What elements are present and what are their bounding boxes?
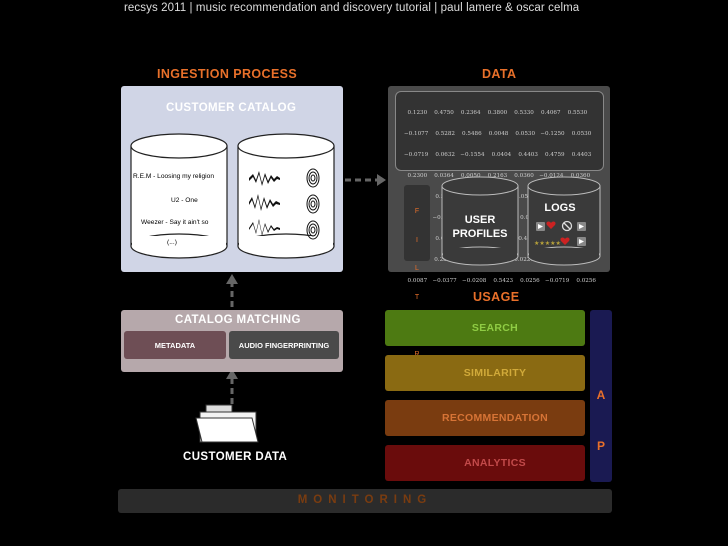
customer-data-label: CUSTOMER DATA <box>183 451 288 463</box>
filters-letter: L <box>415 265 419 272</box>
song-more: (...) <box>167 239 177 246</box>
customer-catalog-title: CUSTOMER CATALOG <box>166 102 297 114</box>
api-bar <box>590 310 612 482</box>
folder-icon <box>195 404 259 443</box>
matrix-row: −0.1077 0.5282 0.5486 0.0048 0.0530 −0.1… <box>404 131 592 137</box>
data-title: DATA <box>482 67 517 81</box>
data-matrix-box <box>395 91 604 171</box>
filters-box <box>404 185 430 261</box>
user-profiles-label: USER PROFILES <box>452 214 508 240</box>
arrow-right-icon <box>345 174 386 186</box>
heart-icon <box>546 221 556 229</box>
fingerprint-icon <box>306 168 320 240</box>
slide-header: recsys 2011 | music recommendation and d… <box>124 2 580 14</box>
waveform-icon <box>249 171 280 236</box>
song-3: Weezer - Say it ain't so <box>141 219 209 226</box>
api-letter: A <box>596 388 606 402</box>
heart-icon <box>560 237 570 245</box>
song-2: U2 - One <box>171 197 198 204</box>
audio-cylinder-icon <box>237 133 335 259</box>
catalog-cylinders: R.E.M - Loosing my religion U2 - One Wee… <box>130 133 335 259</box>
song-1: R.E.M - Loosing my religion <box>133 173 214 180</box>
rating-stars: ★★★★★ <box>534 240 561 247</box>
matrix-row: 0.0087 −0.0377 −0.0208 0.5423 0.0256 −0.… <box>404 278 596 284</box>
log-icons <box>536 220 586 246</box>
arrow-up-icon <box>226 369 238 404</box>
matrix-row: 0.1230 0.4750 0.2364 0.3800 0.5330 0.406… <box>404 110 588 116</box>
recommendation-bar: RECOMMENDATION <box>385 400 585 436</box>
logs-label: LOGS <box>544 202 576 214</box>
usage-title: USAGE <box>473 290 520 304</box>
search-label: SEARCH <box>471 322 519 334</box>
filters-letter: T <box>414 293 420 301</box>
monitoring-bar <box>118 489 612 513</box>
matrix-row: −0.0719 0.0632 −0.1554 0.0404 0.4403 0.4… <box>404 152 592 158</box>
catalog-matching-title: CATALOG MATCHING <box>175 314 301 326</box>
search-bar: SEARCH <box>385 310 585 346</box>
filters-letter: F <box>414 208 420 215</box>
similarity-bar: SIMILARITY <box>385 355 585 391</box>
ingestion-process-title: INGESTION PROCESS <box>157 67 298 81</box>
monitoring-label: MONITORING <box>297 494 433 506</box>
data-cylinders: ★★★★★ <box>441 176 601 266</box>
analytics-label: ANALYTICS <box>464 457 526 469</box>
metadata-cylinder-icon <box>130 133 228 259</box>
recommendation-label: RECOMMENDATION <box>441 412 549 424</box>
analytics-bar: ANALYTICS <box>385 445 585 481</box>
filters-letter: R <box>414 350 420 358</box>
metadata-box: METADATA <box>124 331 226 359</box>
filters-letter: I <box>416 236 418 244</box>
ban-icon <box>561 220 573 232</box>
similarity-label: SIMILARITY <box>463 367 527 379</box>
arrow-up-icon <box>226 274 238 307</box>
audio-fingerprinting-box: AUDIO FINGERPRINTING <box>229 331 339 359</box>
logs-cylinder-icon <box>527 176 601 266</box>
user-profiles-cylinder-icon <box>441 176 519 266</box>
matrix-row: 0.2300 0.0364 0.0050 0.2163 0.0360 −0.01… <box>404 173 591 179</box>
api-letter: P <box>596 439 605 453</box>
